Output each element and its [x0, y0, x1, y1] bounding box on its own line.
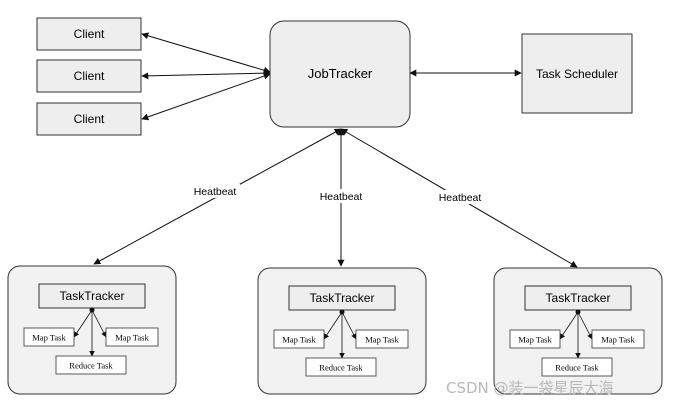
edge-to-map-right — [341, 311, 357, 340]
client-boxes: Client Client Client — [36, 17, 142, 136]
tasktracker-label: TaskTracker — [60, 289, 125, 303]
map-task-left-box — [509, 329, 561, 349]
reduce-task-box — [305, 357, 377, 377]
map-task-left-label: Map Task — [518, 335, 552, 345]
edge-to-map-right — [91, 309, 107, 338]
client-3-edge — [141, 72, 271, 121]
heartbeat-label-middle: Heatbeat — [320, 191, 363, 203]
heartbeat-labels: Heatbeat Heatbeat Heatbeat — [190, 184, 485, 204]
map-task-right-box — [355, 329, 409, 349]
watermark-text: CSDN @装一袋星辰大海 — [446, 379, 614, 397]
heartbeat-label-right: Heatbeat — [439, 192, 482, 204]
edge-to-map-left — [73, 309, 93, 338]
map-task-right-label: Map Task — [365, 335, 399, 345]
map-task-right-box — [105, 327, 159, 347]
map-task-right-box — [591, 329, 645, 349]
heartbeat-label-left: Heatbeat — [194, 186, 237, 198]
reduce-task-label: Reduce Task — [319, 363, 363, 373]
tasktracker-label: TaskTracker — [546, 291, 611, 305]
client-edges — [141, 32, 271, 121]
map-task-left-box — [273, 329, 325, 349]
client-2-edge — [141, 69, 271, 80]
reduce-task-box — [541, 357, 613, 377]
tasktracker-box — [38, 283, 146, 309]
client-label-1: Client — [74, 27, 105, 41]
map-task-left-label: Map Task — [282, 335, 316, 345]
map-task-left-label: Map Task — [32, 333, 66, 343]
edge-to-map-left — [323, 311, 343, 340]
edge-to-map-right — [577, 311, 593, 340]
tasktracker-box — [288, 285, 396, 311]
jobtracker-label: JobTracker — [308, 66, 373, 81]
map-task-left-box — [23, 327, 75, 347]
edge-to-map-left — [559, 311, 579, 340]
scheduler-label: Task Scheduler — [536, 67, 618, 81]
map-task-right-label: Map Task — [115, 333, 149, 343]
client-label-3: Client — [74, 112, 105, 126]
client-1-edge — [141, 32, 271, 74]
reduce-task-label: Reduce Task — [69, 361, 113, 371]
client-box-2 — [36, 59, 142, 93]
reduce-task-label: Reduce Task — [555, 363, 599, 373]
reduce-task-box — [55, 355, 127, 375]
tasktracker-label: TaskTracker — [310, 291, 375, 305]
map-task-right-label: Map Task — [601, 335, 635, 345]
client-label-2: Client — [74, 69, 105, 83]
scheduler-box — [521, 33, 633, 114]
client-box-3 — [36, 102, 142, 136]
jobtracker-box — [269, 20, 411, 128]
client-box-1 — [36, 17, 142, 51]
